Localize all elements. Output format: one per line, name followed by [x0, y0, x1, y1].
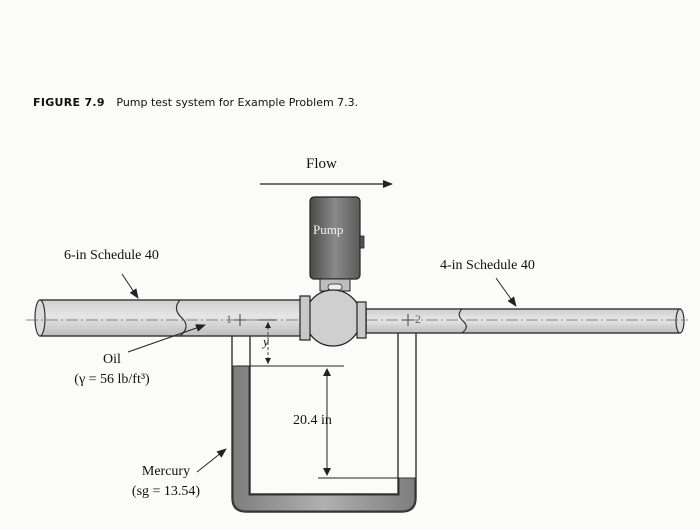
- figure-caption-text: Pump test system for Example Problem 7.3…: [116, 96, 359, 109]
- pressure-tap-1: [234, 314, 246, 326]
- point-1-label: 1: [226, 312, 232, 326]
- flow-label: Flow: [306, 156, 337, 172]
- outlet-pipe: [365, 308, 685, 334]
- height-dimension: [323, 368, 331, 476]
- mercury-specific-gravity: (sg = 13.54): [131, 484, 201, 499]
- point-2-label: 2: [415, 312, 421, 326]
- leader-inlet-pipe: [121, 273, 139, 299]
- outlet-pipe-label: 4-in Schedule 40: [440, 258, 535, 273]
- y-dimension: [258, 319, 276, 364]
- figure-number: FIGURE 7.9: [33, 96, 105, 109]
- leader-mercury: [196, 448, 227, 473]
- leader-outlet-pipe: [495, 277, 517, 307]
- height-label: 20.4 in: [293, 413, 332, 428]
- figure-caption: FIGURE 7.9 Pump test system for Example …: [33, 96, 358, 109]
- y-label: y: [263, 334, 269, 349]
- mercury-name: Mercury: [141, 464, 191, 479]
- manometer-tube: [231, 333, 417, 513]
- inlet-pipe: [34, 299, 303, 337]
- mercury-column: [232, 365, 416, 512]
- pressure-tap-2: [402, 314, 414, 326]
- inlet-pipe-label: 6-in Schedule 40: [64, 248, 159, 263]
- oil-label: Oil (γ = 56 lb/ft³): [48, 350, 176, 390]
- oil-name: Oil: [103, 352, 121, 367]
- oil-specific-weight: (γ = 56 lb/ft³): [74, 372, 150, 387]
- pump: [299, 196, 367, 347]
- pump-label: Pump: [313, 222, 344, 237]
- mercury-label: Mercury (sg = 13.54): [102, 462, 230, 502]
- leader-oil: [127, 324, 206, 353]
